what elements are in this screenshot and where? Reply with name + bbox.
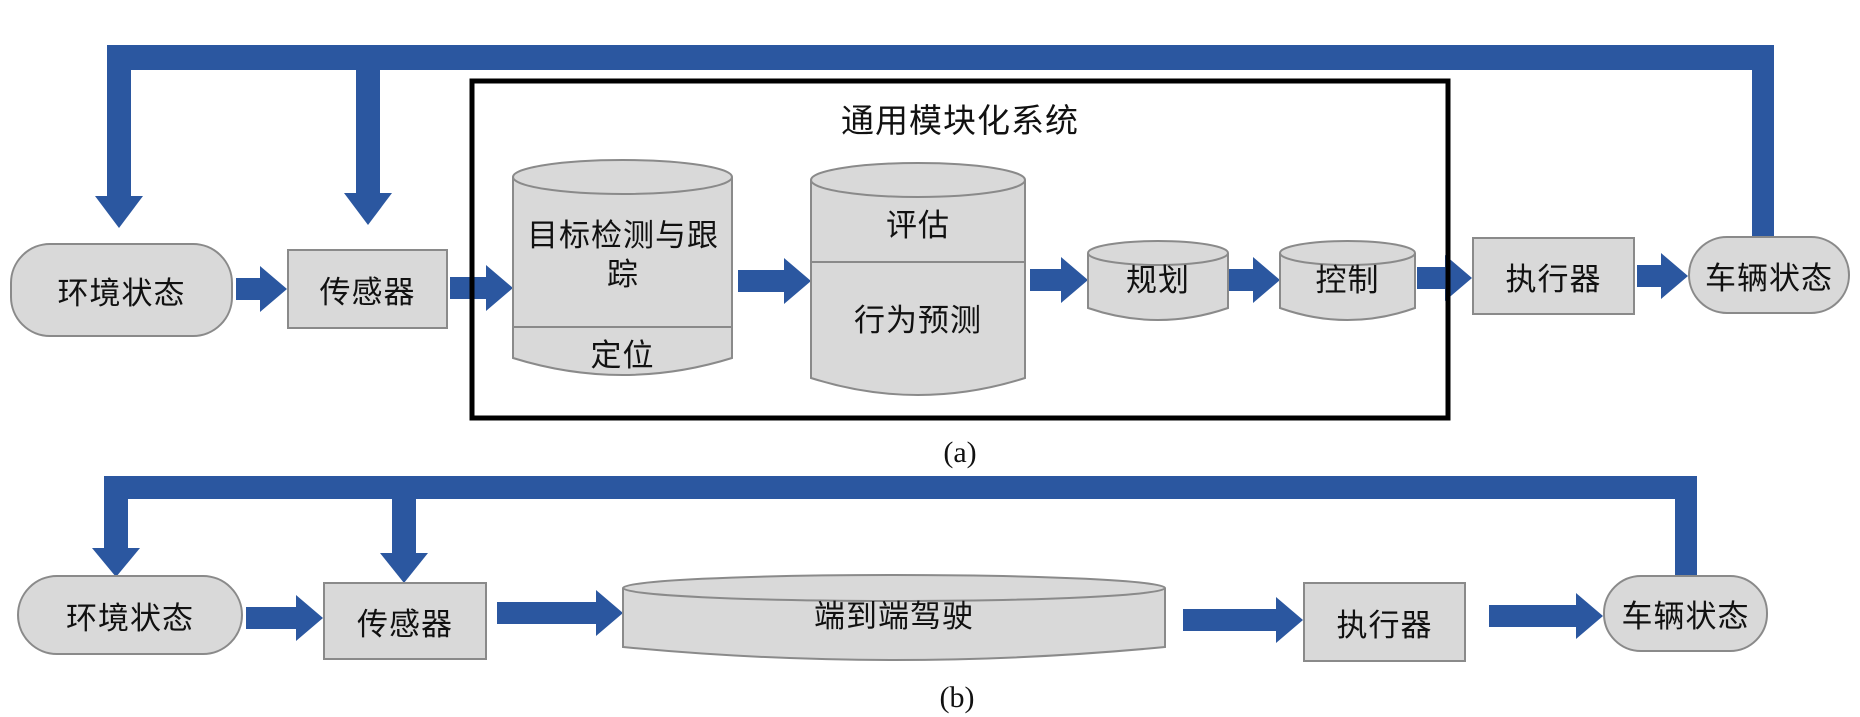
arrow-a-control-to-actuator — [1417, 255, 1472, 301]
modular-system-box-title: 通用模块化系统 — [841, 104, 1079, 141]
arrow-a-evaluation-to-planning — [1030, 257, 1088, 303]
node-b-vehicle-state: 车辆状态 — [1603, 575, 1768, 652]
arrow-a-env-to-sensor — [236, 266, 287, 312]
cylinder-end-to-end-label: 端到端驾驶 — [814, 598, 974, 634]
cylinder-detection-tracking-label: 目标检测与跟踪 — [527, 218, 719, 292]
node-b-actuator-label: 执行器 — [1336, 607, 1433, 643]
modular-system-box — [469, 78, 1451, 421]
feedback-b-arrowhead-sensor — [380, 553, 428, 583]
feedback-loop-a — [95, 45, 1774, 237]
cylinder-end-to-end — [622, 574, 1166, 661]
arrow-b-e2e-to-actuator — [1183, 597, 1303, 643]
feedback-a-arrowhead-sensor — [344, 193, 392, 225]
cylinder-evaluation-prediction — [810, 162, 1026, 396]
panel-b-caption: (b) — [939, 681, 975, 715]
node-b-sensor: 传感器 — [323, 582, 487, 660]
node-a-actuator-label: 执行器 — [1505, 261, 1602, 297]
arrow-b-sensor-to-e2e — [497, 590, 623, 636]
node-a-vehicle-state-label: 车辆状态 — [1705, 260, 1833, 296]
cylinder-control — [1279, 240, 1416, 321]
cylinder-localization-label: 定位 — [590, 337, 655, 373]
node-b-actuator: 执行器 — [1303, 582, 1466, 662]
arrow-a-actuator-to-vehicle — [1637, 253, 1688, 299]
node-b-vehicle-state-label: 车辆状态 — [1621, 599, 1750, 634]
cylinder-detection-tracking — [512, 159, 733, 376]
arrow-b-actuator-to-vehicle — [1489, 593, 1603, 639]
node-a-sensor: 传感器 — [287, 249, 448, 329]
feedback-a-arrowhead-env — [95, 196, 143, 228]
arrow-b-env-to-sensor — [246, 595, 323, 641]
node-a-actuator: 执行器 — [1472, 237, 1635, 315]
node-b-environment-state-label: 环境状态 — [66, 600, 194, 636]
cylinder-control-label: 控制 — [1315, 262, 1380, 298]
arrow-a-planning-to-control — [1228, 257, 1280, 303]
cylinder-evaluation-label: 评估 — [886, 207, 950, 243]
arrow-a-sensor-to-detection — [450, 265, 513, 311]
feedback-loop-b — [92, 476, 1697, 583]
node-b-environment-state: 环境状态 — [17, 575, 243, 655]
node-a-vehicle-state: 车辆状态 — [1688, 236, 1850, 314]
cylinder-planning-label: 规划 — [1126, 262, 1190, 298]
panel-a-caption: (a) — [943, 436, 977, 470]
node-a-environment-state-label: 环境状态 — [57, 275, 186, 311]
arrow-a-detection-to-evaluation — [738, 258, 811, 304]
node-b-sensor-label: 传感器 — [357, 606, 453, 642]
feedback-b-arrowhead-env — [92, 548, 140, 577]
node-a-environment-state: 环境状态 — [10, 243, 233, 337]
node-a-sensor-label: 传感器 — [319, 274, 416, 310]
cylinder-behavior-prediction-label: 行为预测 — [854, 302, 982, 338]
cylinder-planning — [1087, 240, 1229, 321]
